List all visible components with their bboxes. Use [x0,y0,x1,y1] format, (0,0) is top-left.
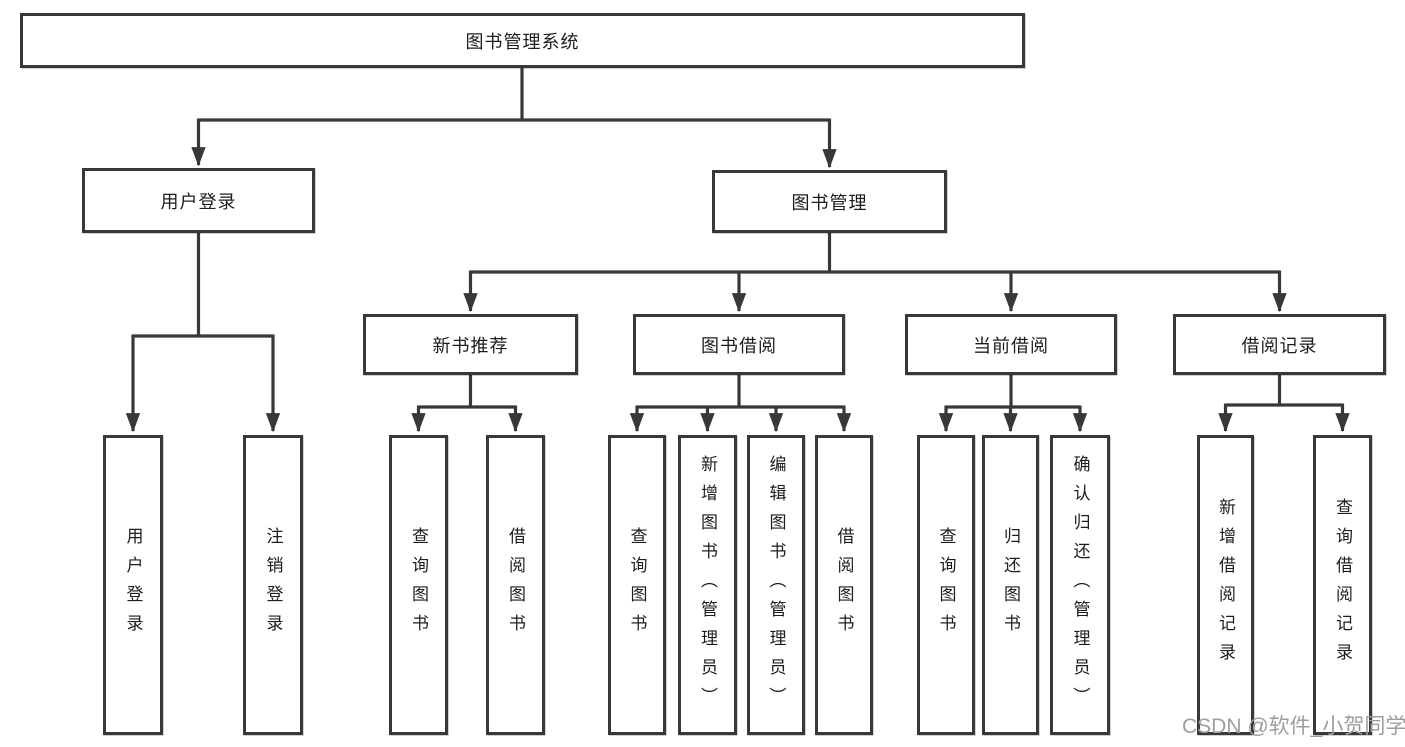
leaf-label: 新增借阅记录 [1216,498,1235,672]
leaf-label: 查询借阅记录 [1333,498,1352,672]
leaf-label: 确认归还（管理员） [1070,454,1090,716]
node-book-management: 图书管理 [712,170,947,233]
leaf-label: 借阅图书 [506,527,525,643]
leaf-query-books-borrow: 查询图书 [608,435,666,735]
leaf-label: 查询图书 [627,527,647,643]
leaf-edit-books-admin: 编辑图书（管理员） [747,435,805,735]
leaf-borrow-books: 借阅图书 [815,435,873,735]
leaf-label: 借阅图书 [834,527,854,643]
node-book-borrowing: 图书借阅 [633,314,845,375]
leaf-logout: 注销登录 [243,435,303,735]
leaf-label: 用户登录 [123,527,143,643]
node-root-system: 图书管理系统 [20,13,1025,68]
leaf-borrow-books-recommend: 借阅图书 [486,435,545,735]
node-current-borrowing: 当前借阅 [905,314,1117,375]
node-new-book-recommend: 新书推荐 [363,314,578,375]
leaf-user-login: 用户登录 [103,435,163,735]
leaf-query-borrow-record: 查询借阅记录 [1313,435,1372,735]
leaf-query-books-current: 查询图书 [917,435,975,735]
leaf-label: 查询图书 [936,527,956,643]
leaf-add-books-admin: 新增图书（管理员） [678,435,737,735]
leaf-add-borrow-record: 新增借阅记录 [1197,435,1254,735]
node-borrowing-records: 借阅记录 [1173,314,1386,375]
leaf-return-books: 归还图书 [982,435,1039,735]
leaf-query-books-recommend: 查询图书 [389,435,448,735]
leaf-label: 归还图书 [1001,527,1020,643]
leaf-label: 新增图书（管理员） [698,454,717,716]
leaf-label: 编辑图书（管理员） [766,454,786,716]
leaf-label: 查询图书 [409,527,428,643]
node-user-login: 用户登录 [82,168,315,233]
leaf-label: 注销登录 [263,527,283,643]
leaf-confirm-return-admin: 确认归还（管理员） [1050,435,1110,735]
csdn-watermark: CSDN @软件_小贺同学 [1182,715,1405,738]
